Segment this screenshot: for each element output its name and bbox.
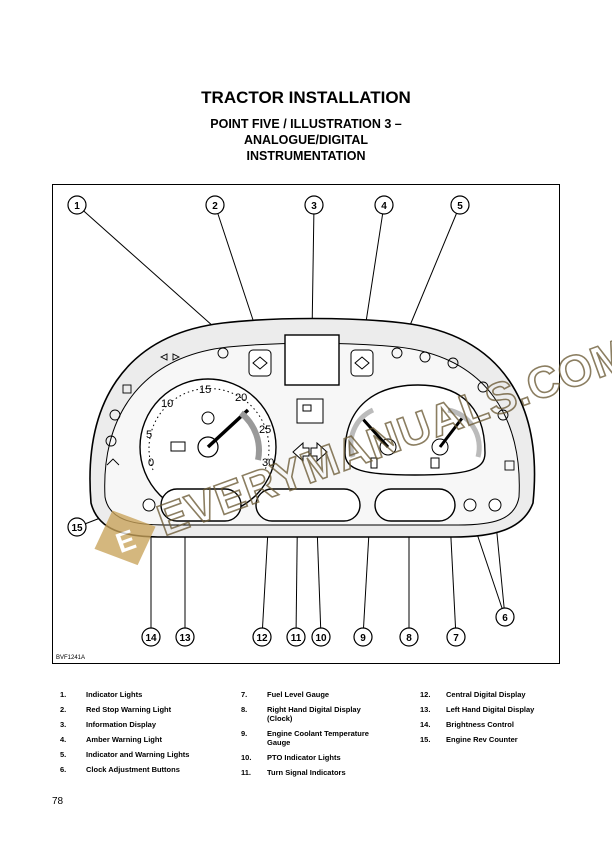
callout-13: 13 (175, 627, 195, 647)
headlight-icon (217, 347, 229, 359)
callout-9: 9 (353, 627, 373, 647)
amber-warning-light (350, 349, 374, 377)
svg-text:15: 15 (71, 523, 83, 534)
svg-text:4: 4 (381, 201, 387, 212)
indicator-arrows-icon (159, 353, 181, 361)
legend-item: 4.Amber Warning Light (60, 735, 162, 744)
legend-item: 2.Red Stop Warning Light (60, 705, 172, 714)
legend-item: 6.Clock Adjustment Buttons (60, 765, 180, 774)
tick-label-30: 30 (262, 457, 274, 469)
tick-label-25: 25 (259, 424, 271, 436)
battery-icon (170, 441, 186, 452)
tick-label-10: 10 (161, 398, 173, 410)
legend-item: 1.Indicator Lights (60, 690, 143, 699)
information-display (284, 334, 340, 386)
legend-item: 9.Engine Coolant Temperature Gauge (241, 729, 369, 747)
turn-right-icon (310, 441, 328, 463)
callout-8: 8 (399, 627, 419, 647)
callout-2: 2 (205, 195, 225, 215)
svg-text:2: 2 (212, 201, 218, 212)
callout-7: 7 (446, 627, 466, 647)
fuel-pump-icon (430, 457, 440, 469)
warning-light-icon (109, 409, 121, 421)
callout-6: 6 (495, 607, 515, 627)
thermometer-icon (370, 457, 378, 469)
brightness-control[interactable] (142, 498, 156, 512)
left-hand-digital-display (160, 488, 242, 522)
callout-15: 15 (67, 517, 87, 537)
legend-column-3: 12.Central Digital Display 13.Left Hand … (420, 690, 570, 750)
svg-text:10: 10 (315, 633, 327, 644)
instrument-panel-figure: 0 5 10 15 20 25 30 (52, 184, 560, 664)
callout-4: 4 (374, 195, 394, 215)
legend-item: 12.Central Digital Display (420, 690, 526, 699)
legend-item: 3.Information Display (60, 720, 157, 729)
right-hand-digital-display (374, 488, 456, 522)
callouts: 1 2 3 4 5 6 7 8 9 10 11 12 13 14 15 (67, 195, 515, 647)
page-number: 78 (52, 796, 64, 807)
tick-label-0: 0 (148, 457, 154, 469)
callout-5: 5 (450, 195, 470, 215)
svg-text:9: 9 (360, 633, 366, 644)
instrument-panel-drawing: 0 5 10 15 20 25 30 (67, 195, 536, 647)
legend-column-1: 1.Indicator Lights 2.Red Stop Warning Li… (60, 690, 220, 780)
turn-left-icon (292, 441, 310, 463)
legend-column-2: 7.Fuel Level Gauge 8.Right Hand Digital … (241, 690, 386, 783)
legend-item: 14.Brightness Control (420, 720, 514, 729)
callout-1: 1 (67, 195, 87, 215)
coolant-temperature-gauge (348, 407, 397, 458)
clock-adjust-button-1[interactable] (463, 498, 477, 512)
svg-text:1: 1 (74, 201, 80, 212)
right-gauge-pod (344, 384, 486, 476)
svg-text:7: 7 (453, 633, 459, 644)
stop-light-icon (201, 411, 215, 425)
svg-text:11: 11 (291, 633, 302, 644)
pto-indicator-lights (296, 398, 324, 424)
callout-14: 14 (141, 627, 161, 647)
legend-item: 8.Right Hand Digital Display (Clock) (241, 705, 361, 723)
svg-text:6: 6 (502, 613, 508, 624)
svg-text:3: 3 (311, 201, 317, 212)
rev-counter-ticks: 0 5 10 15 20 25 30 (146, 384, 274, 469)
legend-item: 13.Left Hand Digital Display (420, 705, 535, 714)
legend-item: 11.Turn Signal Indicators (241, 768, 346, 777)
svg-text:8: 8 (406, 633, 412, 644)
legend-item: 7.Fuel Level Gauge (241, 690, 330, 699)
callout-12: 12 (252, 627, 272, 647)
central-digital-display (255, 488, 361, 522)
subtitle-line-3: INSTRUMENTATION (246, 149, 366, 163)
page-title: TRACTOR INSTALLATION (201, 88, 411, 107)
tick-label-20: 20 (235, 392, 247, 404)
svg-text:13: 13 (179, 633, 191, 644)
fuel-level-gauge (431, 407, 482, 458)
callout-3: 3 (304, 195, 324, 215)
figure-code: BVF1241A (56, 655, 86, 661)
subtitle-line-1: POINT FIVE / ILLUSTRATION 3 – (210, 117, 402, 131)
oil-pressure-icon (447, 357, 459, 369)
tick-label-5: 5 (146, 429, 152, 441)
callout-10: 10 (311, 627, 331, 647)
engine-rev-counter (139, 378, 277, 516)
legend-item: 5.Indicator and Warning Lights (60, 750, 190, 759)
red-stop-warning-light (248, 349, 272, 377)
tick-label-15: 15 (199, 384, 211, 396)
clock-adjust-button-2[interactable] (488, 498, 502, 512)
legend-item: 10.PTO Indicator Lights (241, 753, 341, 762)
subtitle-line-2: ANALOGUE/DIGITAL (243, 133, 369, 147)
legend-item: 15.Engine Rev Counter (420, 735, 518, 744)
svg-text:14: 14 (145, 633, 157, 644)
svg-text:12: 12 (256, 633, 268, 644)
svg-text:5: 5 (457, 201, 463, 212)
callout-11: 11 (286, 627, 306, 647)
indicator-lights-cluster (105, 347, 515, 471)
parking-brake-icon (391, 347, 403, 359)
